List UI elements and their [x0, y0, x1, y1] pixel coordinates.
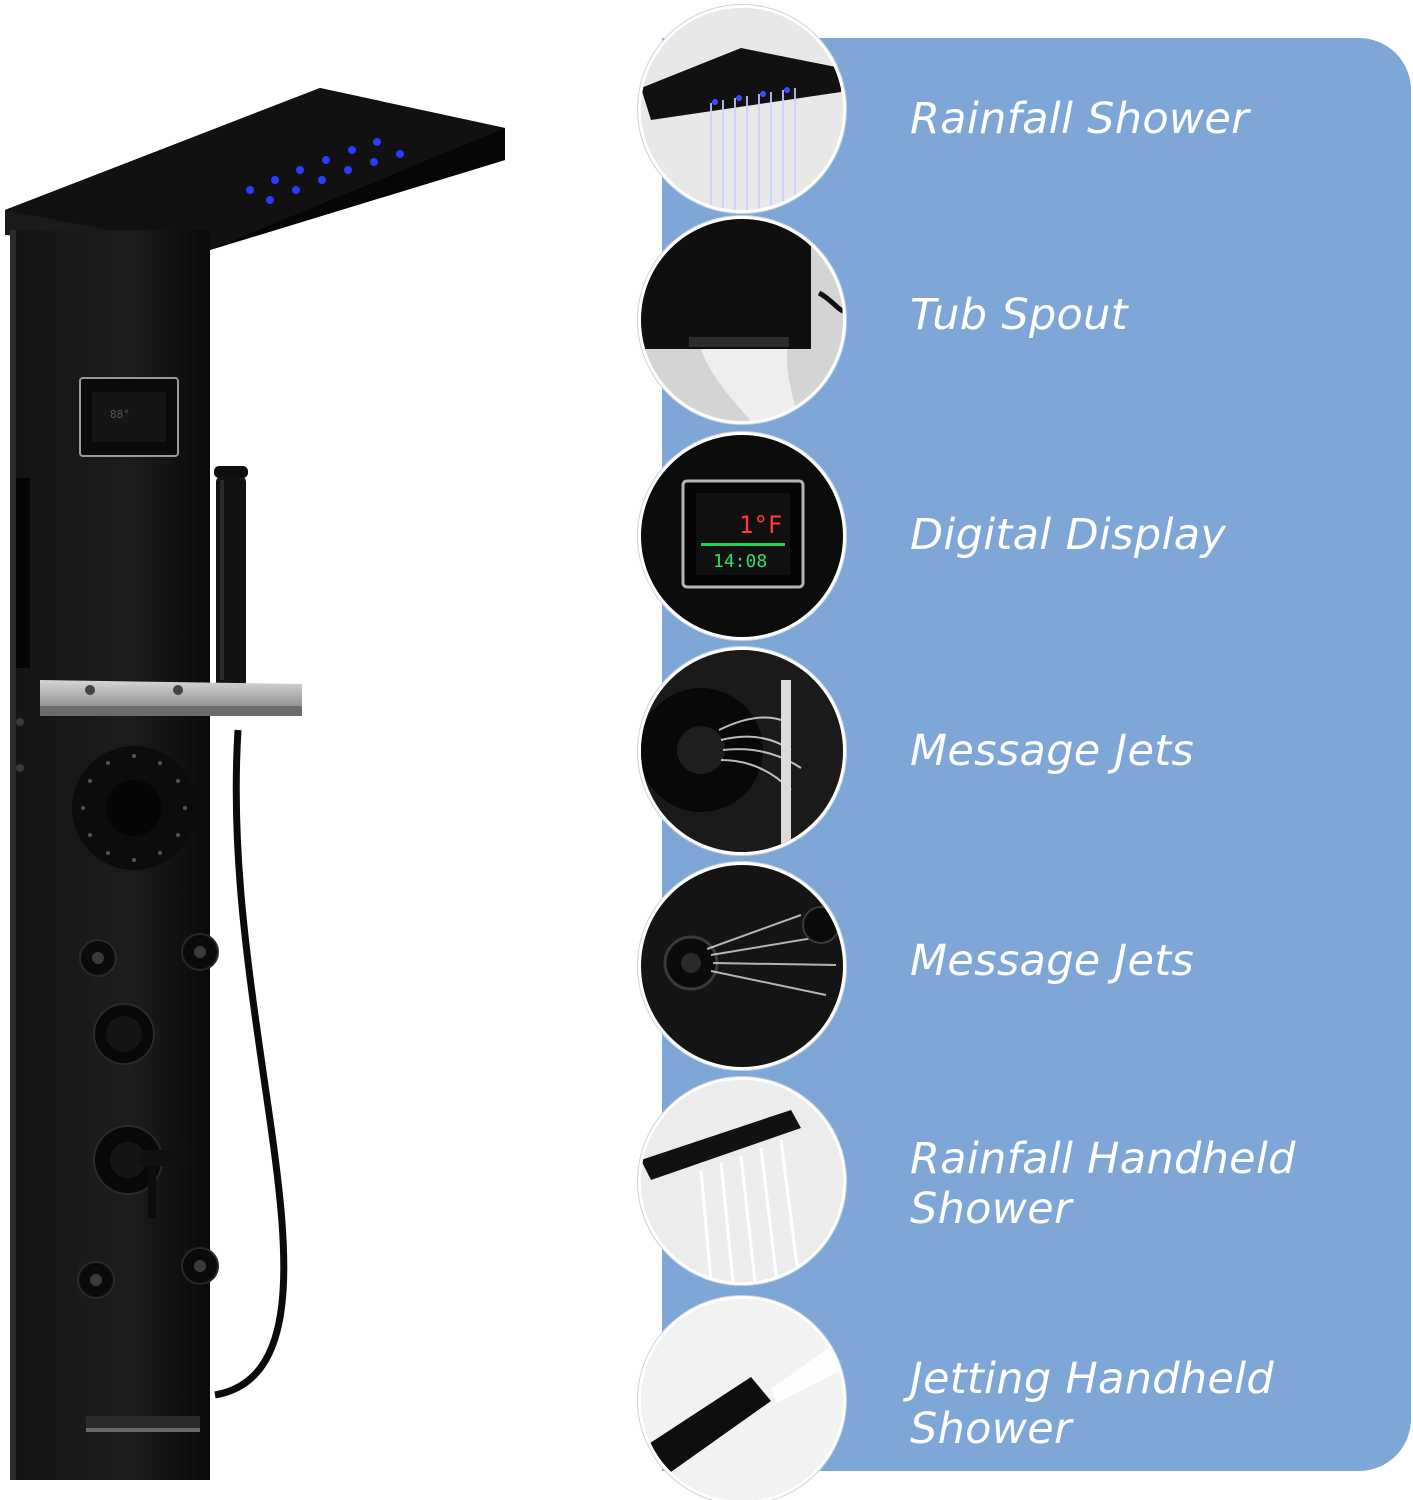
display-time: 14:08	[713, 551, 767, 572]
control-knob-1	[93, 1003, 155, 1065]
feature-label-tub-spout: Tub Spout	[910, 290, 1128, 340]
feature-label-rainfall-shower: Rainfall Shower	[910, 94, 1250, 144]
handheld-rain-icon	[638, 1077, 846, 1285]
tub-spout-icon	[638, 216, 846, 424]
body-jets-bottom	[77, 1247, 219, 1299]
massage-head	[72, 746, 196, 870]
feature-label-rainfall-handheld: Rainfall Handheld Shower	[910, 1134, 1296, 1234]
shower-panel-illustration: 88°	[5, 88, 505, 1480]
body-jet-icon	[638, 862, 846, 1070]
massage-jet-icon	[638, 647, 846, 855]
rainfall-shower-icon	[638, 5, 846, 213]
glass-shelf	[40, 680, 302, 716]
digital-display-icon: 1°F 14:08	[638, 432, 846, 640]
feature-label-jetting-handheld: Jetting Handheld Shower	[910, 1354, 1275, 1454]
rain-head-leds	[246, 138, 404, 204]
handheld-jet-icon	[638, 1296, 846, 1500]
display-temperature: 1°F	[739, 511, 782, 539]
control-knob-2	[93, 1125, 190, 1218]
feature-label-digital-display: Digital Display	[910, 510, 1227, 560]
rain-head	[5, 88, 505, 250]
feature-label-message-jets-1: Message Jets	[910, 726, 1195, 776]
feature-label-message-jets-2: Message Jets	[910, 936, 1195, 986]
panel-display: 88°	[79, 377, 179, 457]
svg-text:88°: 88°	[110, 408, 130, 421]
handheld-shower	[214, 466, 248, 716]
shower-hose	[214, 729, 288, 1399]
body-jets-top	[79, 933, 219, 977]
